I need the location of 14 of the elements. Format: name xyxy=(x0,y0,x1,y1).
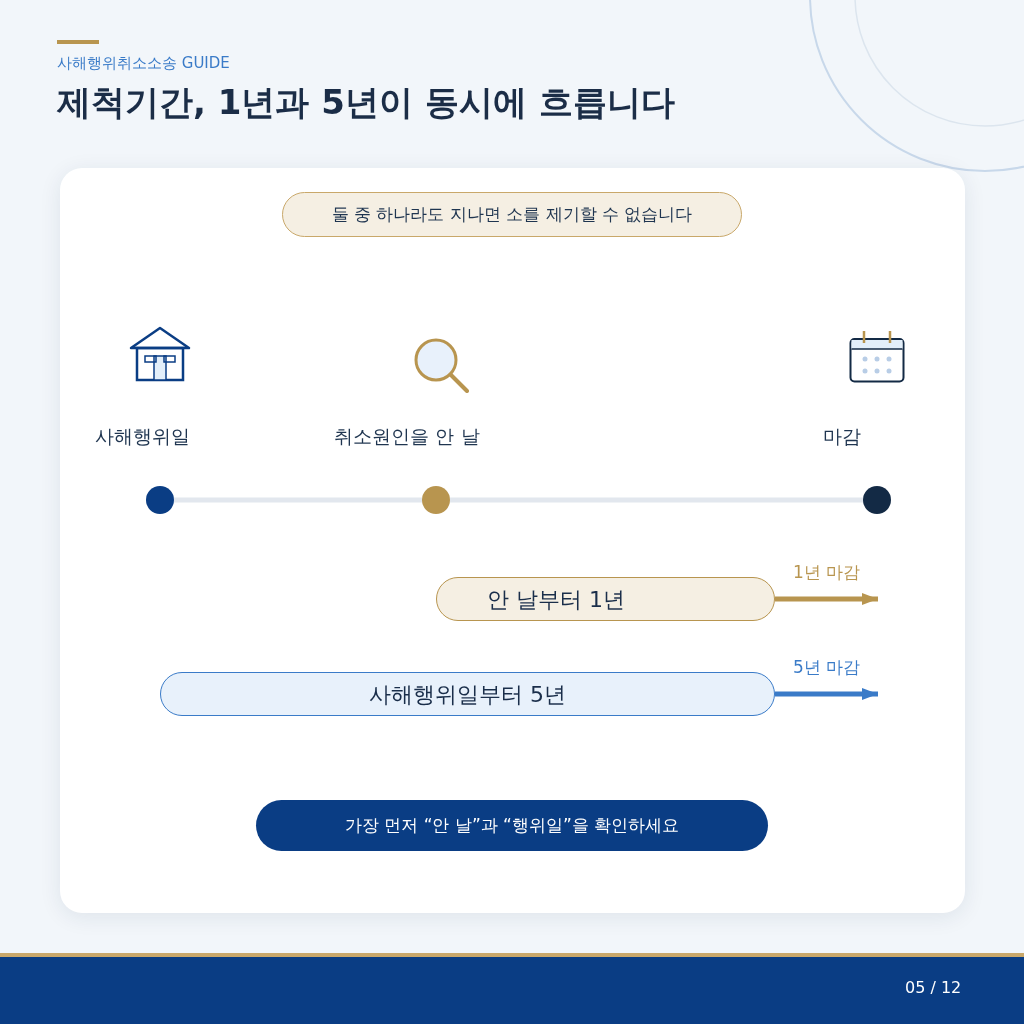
period-bar: 사해행위일부터 5년 xyxy=(160,672,775,716)
timeline-track xyxy=(174,497,422,503)
kicker-text: 사해행위취소소송 GUIDE xyxy=(57,53,230,74)
reminder-banner: 가장 먼저 “안 날”과 “행위일”을 확인하세요 xyxy=(256,800,768,851)
timeline-track xyxy=(450,497,863,503)
notice-banner: 둘 중 하나라도 지나면 소를 제기할 수 없습니다 xyxy=(282,192,742,237)
period-bar: 안 날부터 1년 xyxy=(436,577,775,621)
timeline-label: 취소원인을 안 날 xyxy=(334,424,480,449)
page-number: 05 / 12 xyxy=(905,977,962,999)
deadline-arrow xyxy=(775,593,878,605)
deadline-arrow xyxy=(775,688,878,700)
page-title: 제척기간, 1년과 5년이 동시에 흐릅니다 xyxy=(57,81,675,124)
timeline-label: 마감 xyxy=(823,424,861,449)
timeline-label: 사해행위일 xyxy=(94,424,190,449)
